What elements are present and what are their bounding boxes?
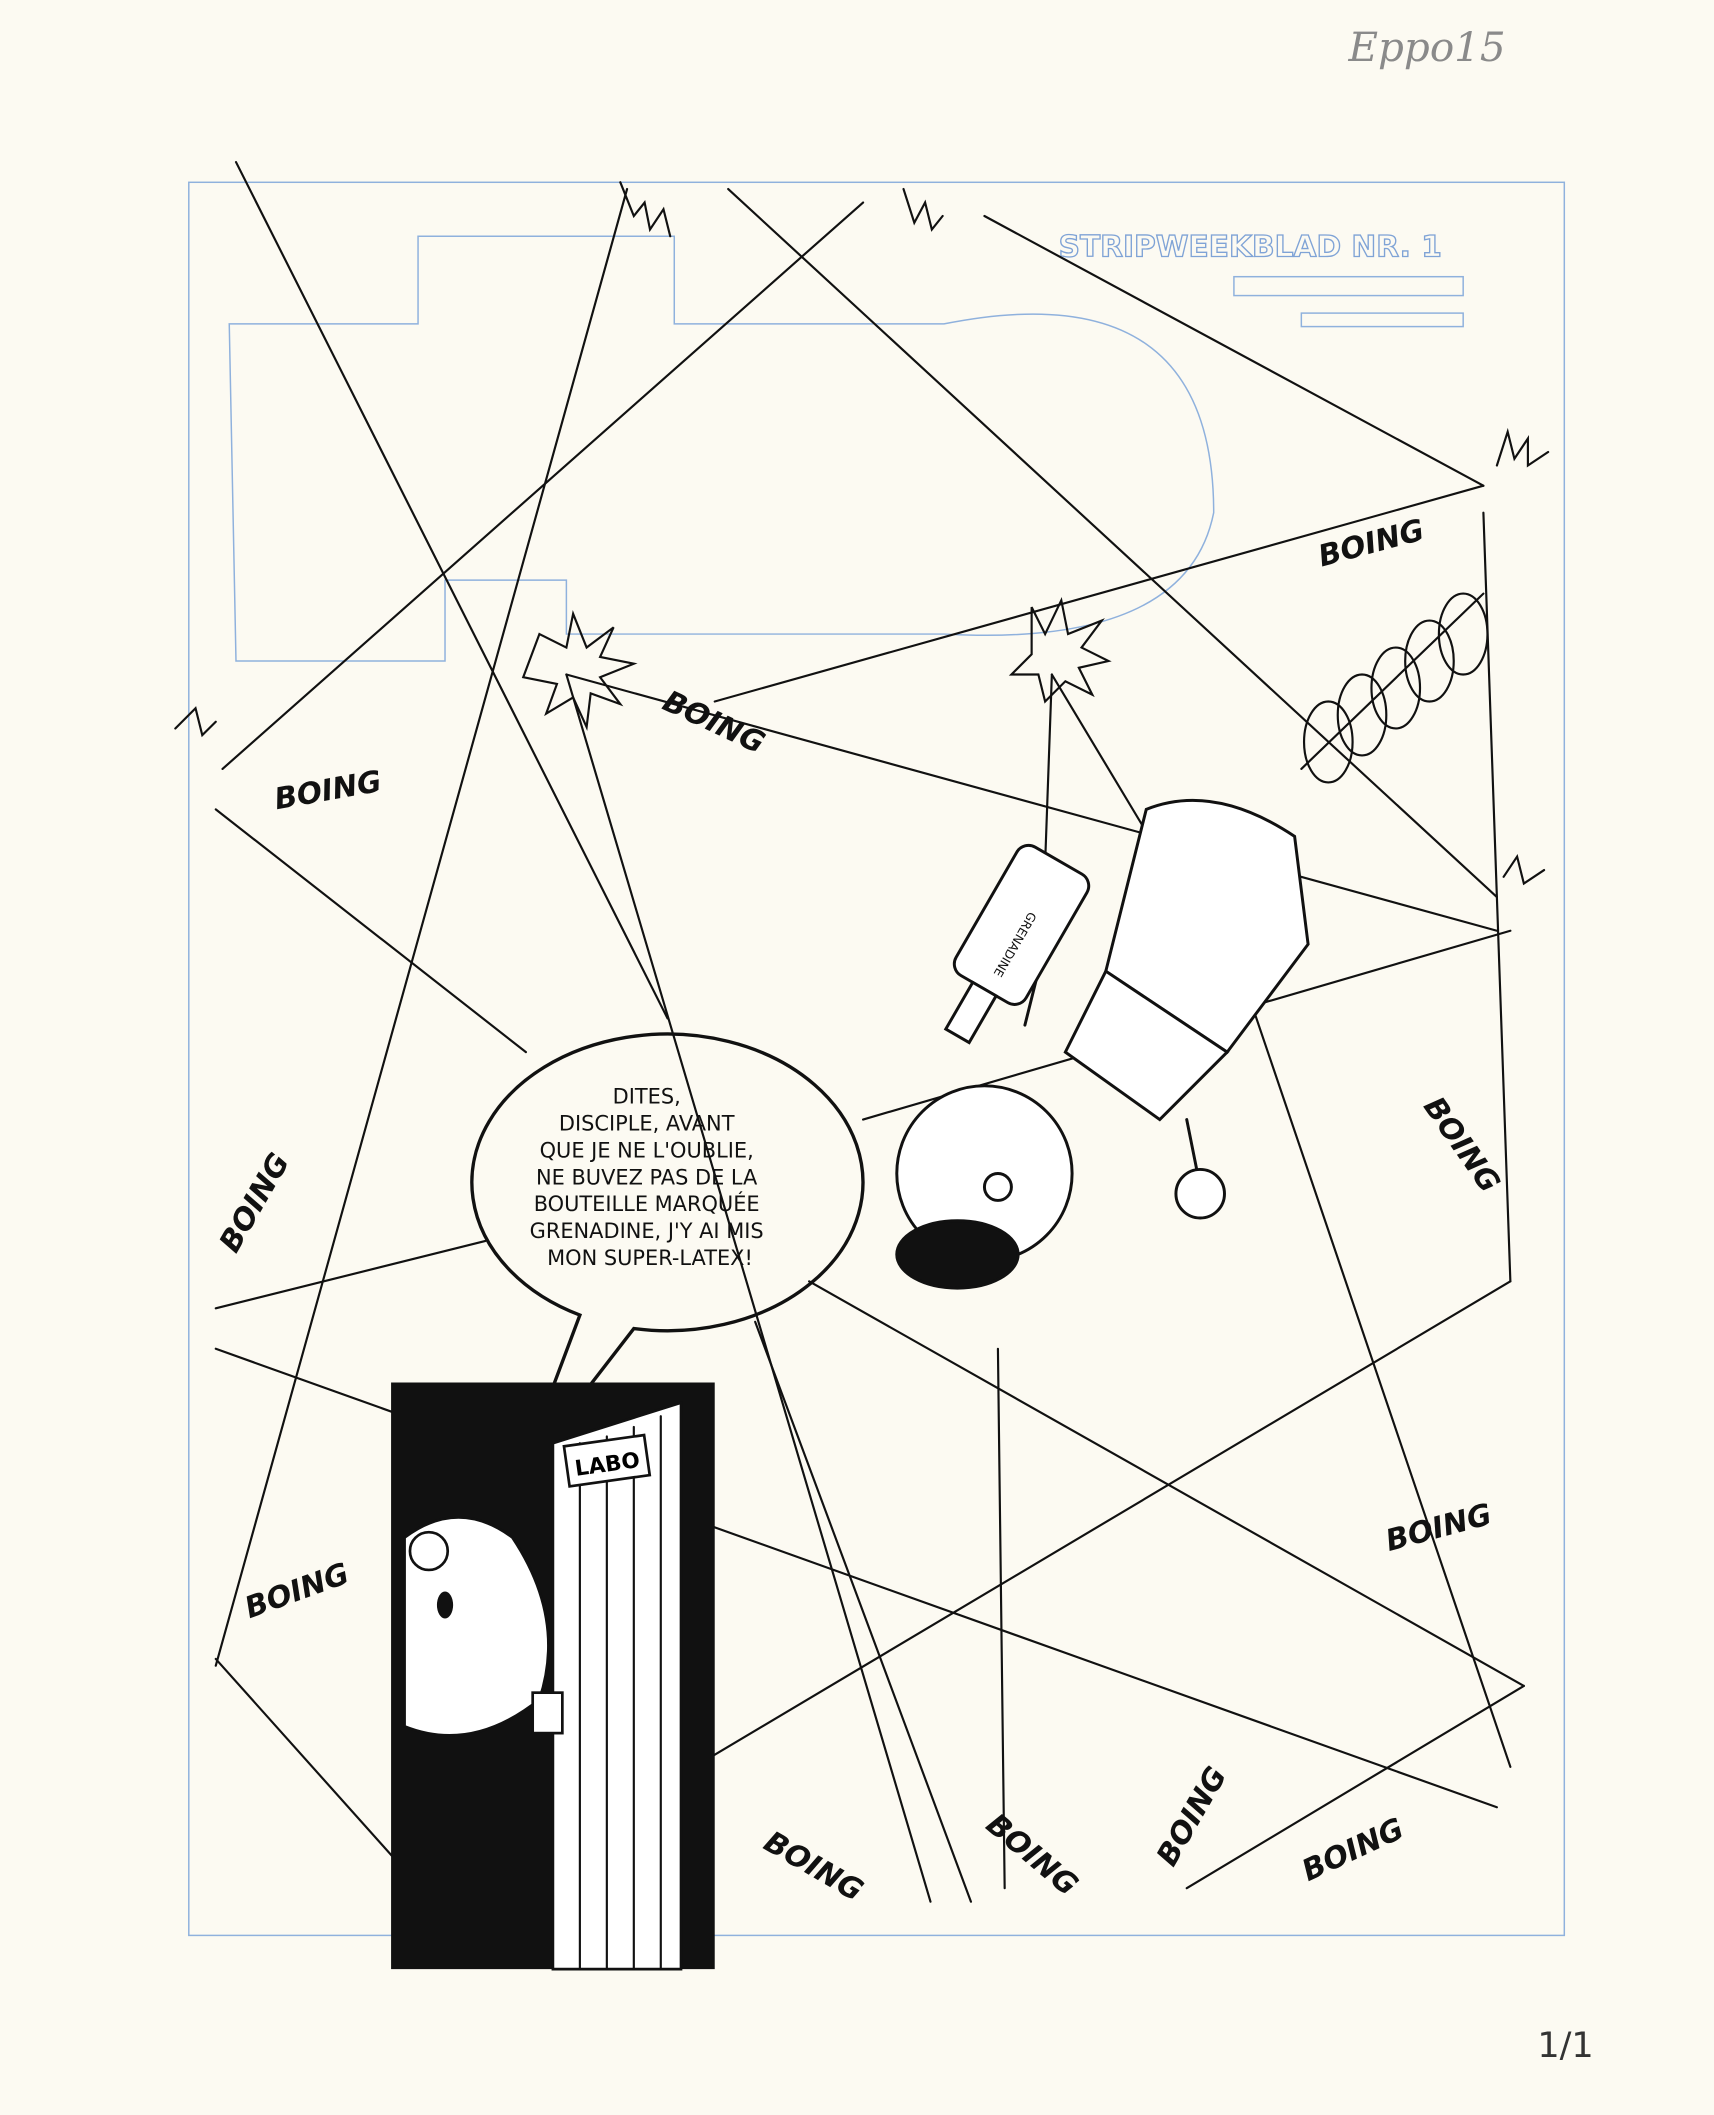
impact-star-icon: [521, 610, 638, 732]
speech-bubble-text: DITES, DISCIPLE, AVANT QUE JE NE L'OUBLI…: [530, 1084, 771, 1270]
boing-label: BOING: [1314, 512, 1427, 574]
impact-star-icon: [1008, 596, 1112, 704]
upside-down-character: GRENADINE: [895, 798, 1310, 1290]
bearded-scientist: [403, 1516, 564, 1737]
boing-label: BOING: [980, 1806, 1085, 1902]
pencil-note: Eppo15: [1348, 23, 1506, 71]
speech-bubble: DITES, DISCIPLE, AVANT QUE JE NE L'OUBLI…: [470, 1032, 865, 1478]
boing-label: BOING: [658, 683, 771, 760]
boing-label: BOING: [758, 1823, 869, 1907]
boing-label: BOING: [272, 763, 384, 816]
impact-star-icon: [619, 181, 944, 238]
boing-label: BOING: [240, 1555, 353, 1625]
boing-label: BOING: [1149, 1760, 1233, 1871]
blue-pencil-layout: STRIPWEEKBLAD NR. 1: [188, 181, 1566, 1937]
boing-label: BOING: [212, 1147, 296, 1258]
page-number: 1/1: [1537, 2025, 1593, 2066]
spring-coil: [1300, 592, 1489, 784]
boing-label: BOING: [1296, 1810, 1409, 1887]
boing-label: BOING: [1382, 1496, 1495, 1558]
impact-star-icon: [174, 427, 1550, 886]
impact-stars: [174, 181, 1550, 886]
boing-label: BOING: [1417, 1090, 1508, 1199]
blueprint-header: STRIPWEEKBLAD NR. 1: [1059, 228, 1442, 263]
grenadine-bottle: GRENADINE: [943, 843, 1091, 1045]
lab-door: LABO: [391, 1382, 715, 1971]
